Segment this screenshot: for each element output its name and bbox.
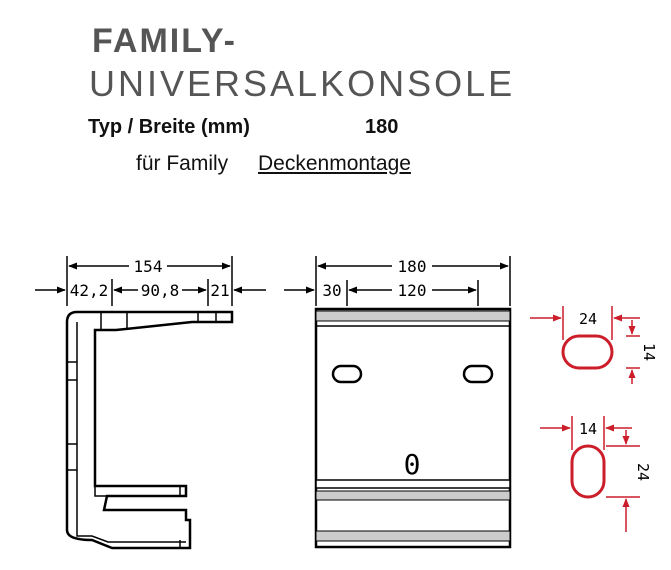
- slot-detail-vertical: [540, 416, 640, 532]
- side-view: [35, 256, 266, 550]
- slot-detail-horizontal: [530, 306, 640, 384]
- slot-h-width-label: 24: [579, 310, 597, 328]
- front-slot-left: [331, 364, 363, 384]
- slot-v-width-label: 14: [579, 420, 597, 438]
- side-segment-1-label: 42,2: [70, 281, 109, 300]
- mount-label: für Family: [136, 152, 229, 175]
- front-slot-right: [462, 364, 494, 384]
- mount-type-value: Deckenmontage: [258, 152, 411, 175]
- front-view: [284, 256, 511, 306]
- slot-v-height-label: 24: [634, 463, 652, 481]
- type-width-label: Typ / Breite (mm): [88, 116, 250, 138]
- side-segment-2-label: 90,8: [141, 281, 180, 300]
- front-segment-1-label: 30: [322, 281, 341, 300]
- side-segment-3-label: 21: [210, 281, 229, 300]
- front-total-width-label: 180: [398, 257, 427, 276]
- side-total-width-label: 154: [134, 257, 163, 276]
- front-slot-label: 0: [404, 448, 421, 481]
- product-title-line2: UNIVERSALKONSOLE: [89, 63, 516, 104]
- front-plate: [314, 307, 512, 549]
- slot-h-height-label: 14: [640, 343, 658, 361]
- type-width-value: 180: [365, 116, 399, 138]
- product-title-line1: FAMILY-: [92, 22, 237, 60]
- front-segment-2-label: 120: [398, 281, 427, 300]
